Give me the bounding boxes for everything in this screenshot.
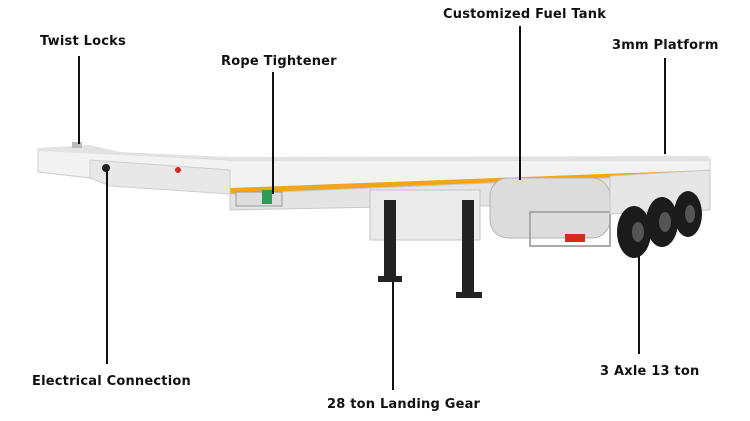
- landing-gear-right: [462, 200, 474, 296]
- rope-tightener: [235, 191, 283, 207]
- leader-rope-tightener: [272, 72, 274, 194]
- side-reflector: [565, 234, 585, 242]
- fuel-tank: [489, 177, 611, 239]
- leader-twist-locks: [78, 56, 80, 144]
- deck-stripe: [230, 170, 710, 194]
- label-fuel-tank: Customized Fuel Tank: [443, 7, 607, 22]
- label-electrical: Electrical Connection: [32, 374, 191, 389]
- label-axle: 3 Axle 13 ton: [600, 364, 700, 379]
- leader-axle: [638, 256, 640, 354]
- label-landing-gear: 28 ton Landing Gear: [327, 397, 481, 412]
- label-twist-locks: Twist Locks: [40, 34, 126, 49]
- hub-1: [632, 222, 644, 242]
- twist-lock: [72, 142, 82, 148]
- landing-gear-left-foot: [378, 276, 402, 282]
- hub-2: [659, 212, 671, 232]
- label-platform: 3mm Platform: [612, 38, 719, 53]
- rope-tightener-clip: [262, 190, 272, 204]
- landing-gear-right-foot: [456, 292, 482, 298]
- landing-gear-left: [384, 200, 396, 280]
- leader-fuel-tank: [519, 26, 521, 180]
- gooseneck: [89, 159, 231, 195]
- deck-top: [38, 145, 712, 160]
- hub-3: [685, 205, 695, 223]
- label-rope-tightener: Rope Tightener: [221, 54, 337, 69]
- leader-platform: [664, 58, 666, 154]
- fuel-tank-guard: [529, 211, 611, 247]
- air-valve: [175, 167, 181, 173]
- leader-landing-gear: [392, 282, 394, 390]
- gear-housing: [369, 189, 481, 241]
- electrical-connector: [102, 164, 110, 172]
- leader-electrical: [106, 170, 108, 364]
